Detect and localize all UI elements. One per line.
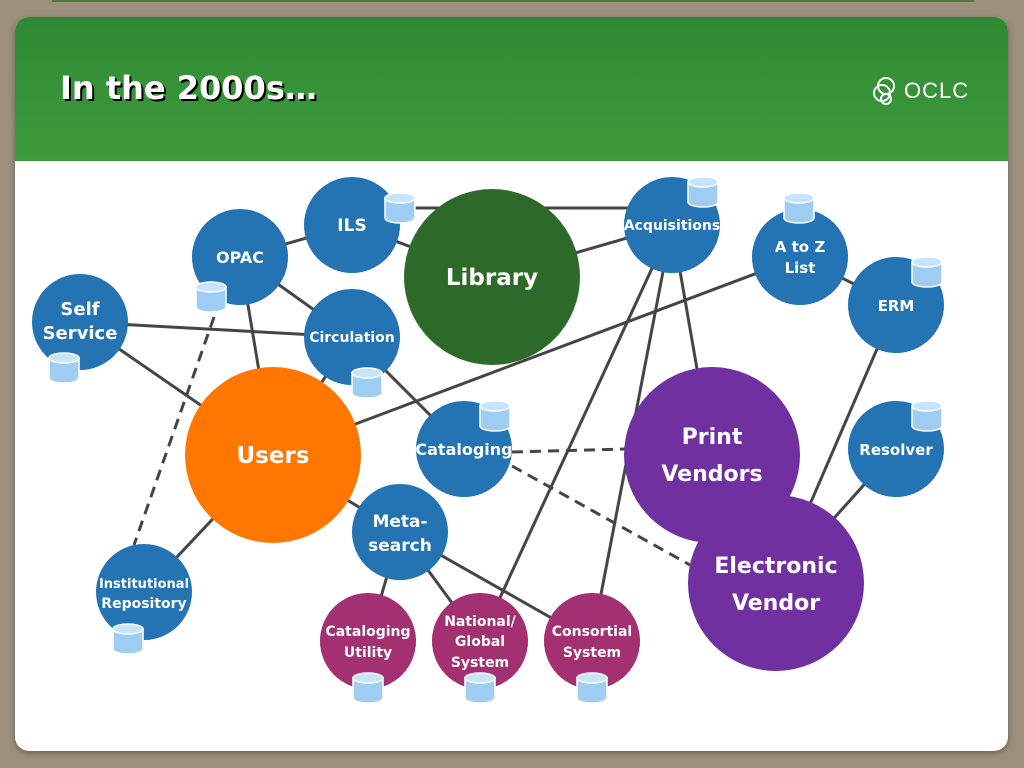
node-label: System bbox=[563, 645, 621, 661]
node-a-to-z-list: A to Z List bbox=[752, 209, 848, 305]
node-electronic-vendor: Electronic Vendor bbox=[688, 495, 864, 671]
oclc-logo-icon bbox=[873, 77, 895, 105]
node-cataloging-utility: Cataloging Utility bbox=[320, 593, 416, 689]
top-accent-line bbox=[52, 0, 974, 2]
node-label: Cataloging bbox=[325, 624, 410, 640]
database-icon bbox=[783, 192, 815, 224]
node-label: Service bbox=[43, 323, 118, 344]
logo-text: OCLC bbox=[904, 78, 970, 103]
node-label: Utility bbox=[344, 645, 392, 661]
node-users: Users bbox=[185, 367, 361, 543]
node-label: Users bbox=[237, 443, 310, 469]
node-label: Acquisitions bbox=[624, 218, 720, 234]
node-label: Circulation bbox=[309, 330, 395, 346]
oclc-logo: OCLC bbox=[872, 73, 982, 109]
node-label: Vendors bbox=[661, 462, 762, 487]
database-icon bbox=[195, 281, 227, 313]
node-label: A to Z bbox=[775, 238, 826, 256]
node-label: ILS bbox=[337, 216, 366, 236]
node-label: Electronic bbox=[714, 554, 837, 579]
database-icon bbox=[351, 367, 383, 399]
node-label: Resolver bbox=[859, 441, 933, 459]
node-label: System bbox=[451, 655, 509, 671]
database-icons bbox=[48, 176, 943, 704]
database-icon bbox=[576, 672, 608, 704]
node-label: National/ bbox=[444, 614, 516, 630]
database-icon bbox=[479, 400, 511, 432]
dashed-connector bbox=[511, 447, 627, 454]
slide-header: In the 2000s… OCLC bbox=[15, 17, 1008, 161]
database-icon bbox=[911, 256, 943, 288]
node-label: List bbox=[785, 259, 816, 277]
node-label: Library bbox=[446, 265, 538, 291]
node-ils: ILS bbox=[304, 177, 400, 273]
database-icon bbox=[112, 623, 144, 655]
node-national-global-system: National/ Global System bbox=[432, 593, 528, 689]
database-icon bbox=[384, 192, 416, 224]
dashed-connectors bbox=[132, 299, 691, 567]
node-label: Consortial bbox=[552, 624, 632, 640]
node-label: Print bbox=[682, 425, 743, 450]
connector bbox=[272, 255, 801, 457]
dashed-connector bbox=[511, 464, 691, 567]
database-icon bbox=[352, 672, 384, 704]
node-label: search bbox=[368, 536, 432, 556]
database-icon bbox=[911, 400, 943, 432]
slide-title: In the 2000s… bbox=[60, 69, 317, 107]
node-label: Meta- bbox=[372, 512, 427, 532]
database-icon bbox=[48, 352, 80, 384]
node-label: Vendor bbox=[732, 591, 820, 616]
node-circulation: Circulation bbox=[304, 289, 400, 385]
node-institutional-repository: Institutional Repository bbox=[96, 544, 192, 640]
slide: In the 2000s… OCLC bbox=[15, 17, 1008, 751]
node-label: Repository bbox=[101, 596, 186, 612]
node-metasearch: Meta- search bbox=[352, 484, 448, 580]
node-library: Library bbox=[404, 189, 580, 365]
node-label: OPAC bbox=[216, 248, 264, 267]
node-opac: OPAC bbox=[192, 209, 288, 305]
node-label: Institutional bbox=[99, 577, 189, 592]
node-consortial-system: Consortial System bbox=[544, 593, 640, 689]
node-self-service: Self Service bbox=[32, 274, 128, 370]
node-label: Global bbox=[455, 634, 505, 650]
library-systems-diagram: ILS Library Acquisitions A to Z List OPA… bbox=[32, 176, 944, 704]
node-label: Self bbox=[60, 299, 99, 320]
database-icon bbox=[687, 176, 719, 208]
node-label: ERM bbox=[878, 297, 915, 315]
connector bbox=[478, 224, 674, 642]
node-label: Cataloging bbox=[415, 440, 512, 459]
database-icon bbox=[464, 672, 496, 704]
dashed-connector bbox=[132, 299, 222, 546]
